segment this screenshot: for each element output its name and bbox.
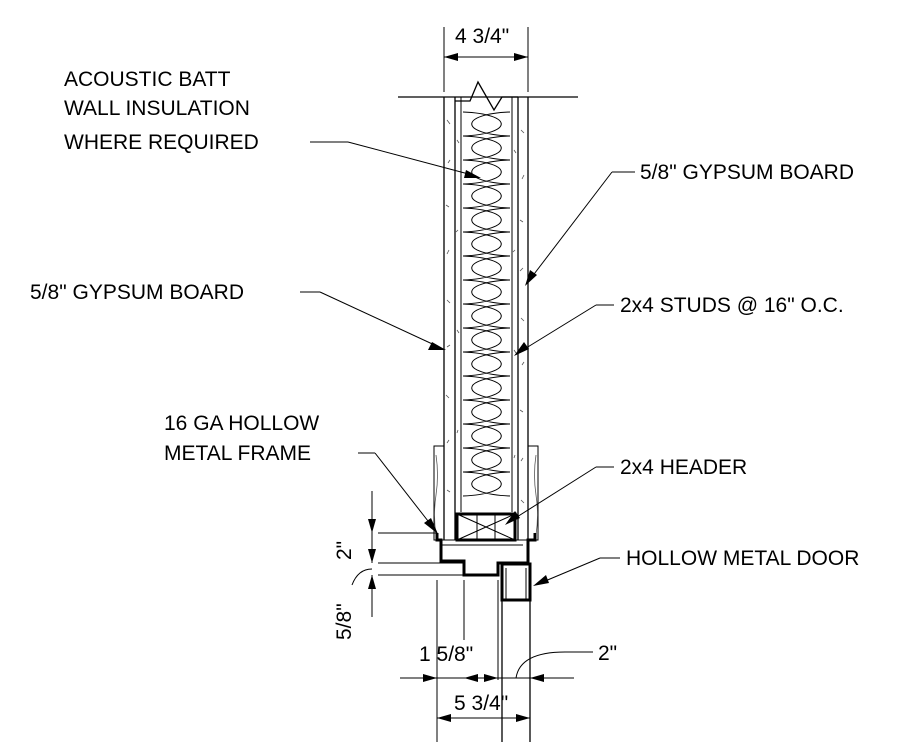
label-gypsum-right: 5/8" GYPSUM BOARD xyxy=(640,161,854,184)
label-door: HOLLOW METAL DOOR xyxy=(626,547,859,570)
gypsum-stipple xyxy=(445,119,525,504)
leader-acoustic xyxy=(310,141,481,178)
dim-wall-width-label: 4 3/4" xyxy=(455,25,509,48)
label-studs: 2x4 STUDS @ 16" O.C. xyxy=(620,294,844,317)
label-acoustic-line3: WHERE REQUIRED xyxy=(64,131,259,154)
leader-door xyxy=(533,557,620,586)
leader-gypsum-left xyxy=(300,291,446,350)
dim-door-gap-label: 2" xyxy=(598,642,617,665)
label-acoustic-line1: ACOUSTIC BATT xyxy=(64,68,231,91)
hollow-metal-frame xyxy=(435,533,537,577)
label-gypsum-left: 5/8" GYPSUM BOARD xyxy=(30,281,244,304)
insulation-batt xyxy=(462,111,511,497)
leader-header xyxy=(505,466,614,525)
dim-stop-height: 5/8" xyxy=(333,549,376,640)
dim-frame-depth-label: 2" xyxy=(333,541,356,560)
label-header: 2x4 HEADER xyxy=(620,456,747,479)
dim-face-width: 1 5/8" xyxy=(400,643,574,682)
wall-assembly xyxy=(443,80,529,540)
header-assembly xyxy=(433,445,539,542)
label-acoustic-line2: WALL INSULATION xyxy=(64,97,250,120)
dim-door-gap: 2" xyxy=(515,642,617,679)
leader-gypsum-right xyxy=(525,171,635,286)
dim-stop-height-label: 5/8" xyxy=(333,603,356,640)
dim-frame-width-label: 5 3/4" xyxy=(454,692,508,715)
label-frame-line1: 16 GA HOLLOW xyxy=(164,412,319,435)
dim-wall-width: 4 3/4" xyxy=(444,25,528,61)
extension-lines xyxy=(378,27,531,742)
leader-studs xyxy=(514,304,614,356)
leader-frame xyxy=(358,452,438,534)
label-frame-line2: METAL FRAME xyxy=(164,442,311,465)
dim-face-width-label: 1 5/8" xyxy=(419,643,473,666)
dim-frame-width: 5 3/4" xyxy=(437,692,530,722)
